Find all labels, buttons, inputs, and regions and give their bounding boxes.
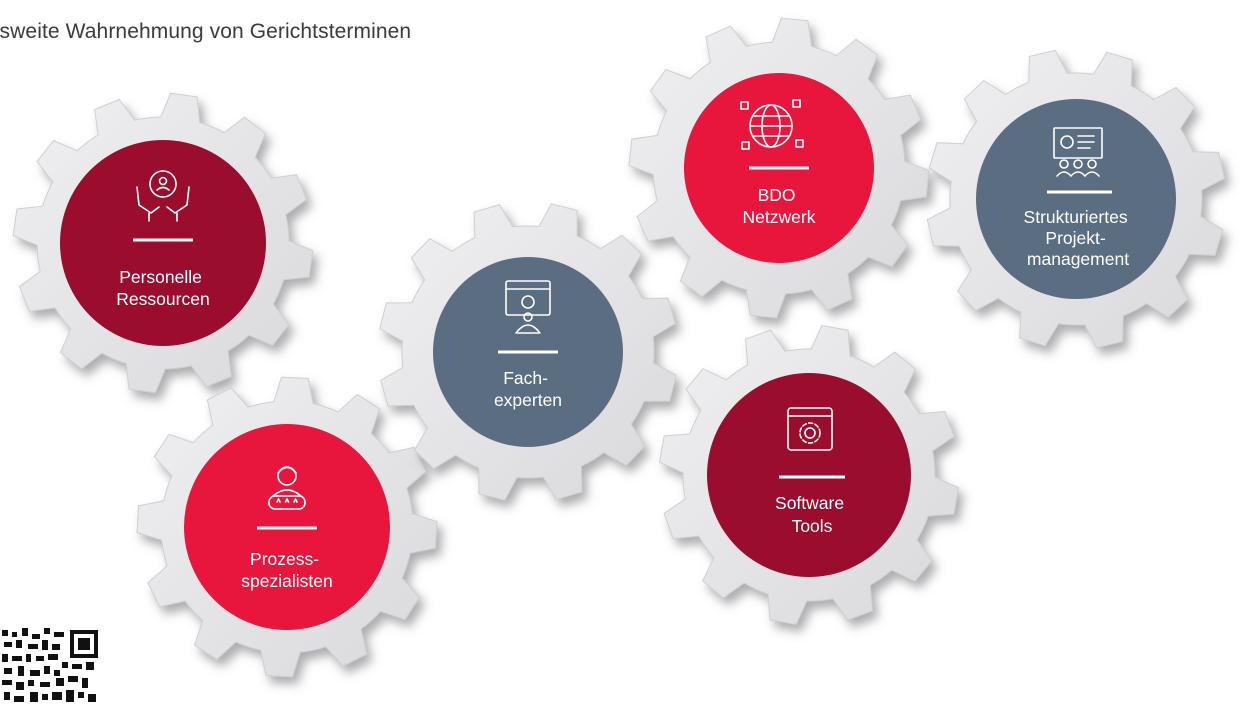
label-line-2: Ressourcen (116, 289, 209, 309)
hands-person-icon (136, 170, 190, 222)
gear-prozessspezialisten: Prozess- spezialisten (136, 376, 438, 678)
label-line-2: spezialisten (241, 571, 332, 591)
gear-hub (707, 373, 911, 577)
gear-fachexperten: Fach- experten (379, 203, 677, 501)
gear-bdo-netzwerk: BDO Netzwerk (628, 17, 930, 319)
label-line-1: Software (775, 493, 844, 513)
label-line-2: experten (494, 390, 562, 410)
label-line-1: Prozess- (250, 549, 319, 569)
gear-label: Prozess- spezialisten (241, 549, 332, 591)
globe-network-icon (740, 99, 804, 150)
page-title: desweite Wahrnehmung von Gerichtstermine… (0, 20, 412, 43)
gear-strukturiertes-projektmanagement: Strukturiertes Projekt- management (926, 49, 1226, 349)
label-line-3: management (1027, 249, 1129, 269)
presentation-team-icon (1053, 127, 1103, 177)
browser-expert-icon (505, 280, 551, 334)
gear-software-tools: Software Tools (658, 324, 960, 626)
label-line-1: Fach- (503, 368, 548, 388)
browser-gear-icon (787, 407, 833, 451)
gear-personelle-ressourcen: Personelle Ressourcen (12, 92, 314, 394)
label-line-2: Netzwerk (743, 207, 816, 227)
gear-hub (976, 99, 1176, 299)
gear-hub (60, 140, 266, 346)
gear-label: Strukturiertes Projekt- management (1024, 207, 1133, 269)
label-line-1: BDO (758, 185, 796, 205)
qr-code-image (0, 626, 100, 709)
label-line-2: Tools (792, 516, 833, 536)
label-line-1: Personelle (119, 267, 202, 287)
gear-label: Personelle Ressourcen (116, 267, 209, 309)
gear-label: Fach- experten (494, 368, 562, 410)
gear-label: BDO Netzwerk (743, 185, 816, 227)
rated-person-icon (268, 466, 306, 510)
label-line-2: Projekt- (1045, 228, 1105, 248)
label-line-1: Strukturiertes (1024, 207, 1128, 227)
gear-label: Software Tools (775, 493, 849, 536)
